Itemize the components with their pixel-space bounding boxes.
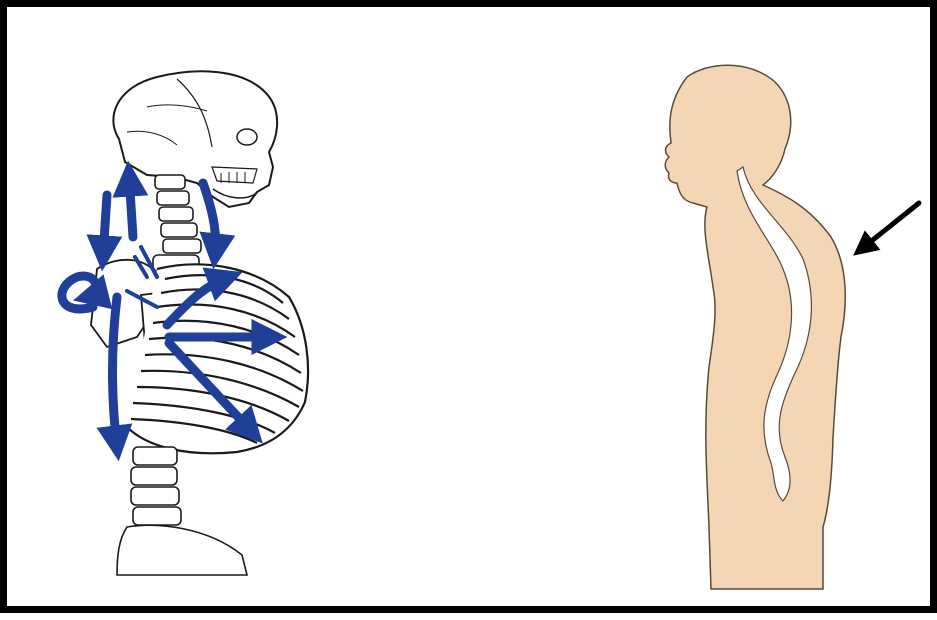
arrow-neck-back-up [129, 175, 133, 237]
arrow-back-down [113, 297, 118, 447]
skull [113, 71, 277, 207]
rib-cage [127, 264, 308, 453]
arrow-neck-back-down [103, 195, 107, 257]
kyphosis-pointer-arrow [859, 203, 919, 251]
silhouette-illustration [487, 7, 937, 620]
cervical-spine [153, 175, 201, 271]
body-silhouette [665, 65, 845, 589]
lumbar-spine [117, 447, 247, 575]
arrow-scapula-loop [62, 276, 96, 309]
silhouette-panel [487, 7, 937, 606]
skeleton-panel [7, 7, 487, 606]
skeleton-illustration [7, 7, 487, 620]
